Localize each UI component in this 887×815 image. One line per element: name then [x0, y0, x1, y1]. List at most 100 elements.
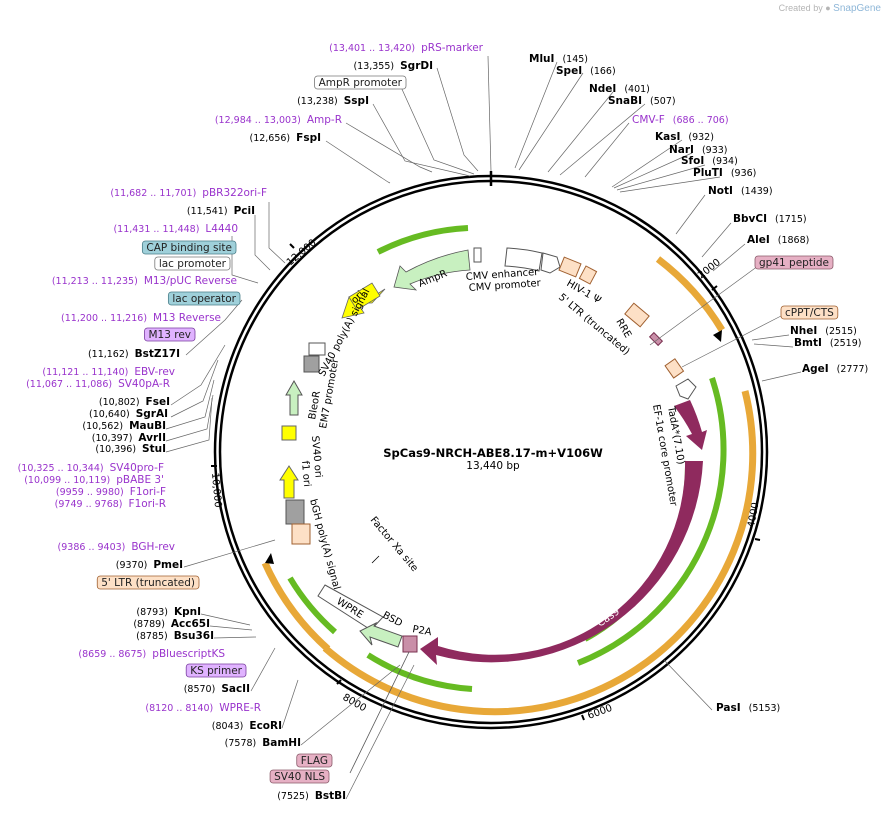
p2a-feature — [402, 635, 418, 653]
feature-name: KasI — [655, 131, 680, 143]
feature-name: F1ori-F — [130, 486, 166, 498]
feature-label-pcii: PciI(11,541) — [187, 205, 255, 217]
feature-label-bmti: BmtI(2519) — [794, 337, 861, 349]
feature-position: (166) — [590, 66, 616, 77]
feature-name: NotI — [708, 185, 733, 197]
feature-label-f1ori-r: F1ori-R(9749 .. 9768) — [55, 498, 166, 510]
leader-line — [712, 243, 746, 272]
leader-line — [170, 344, 226, 406]
rre-small-feature — [578, 265, 598, 285]
feature-name: pBR322ori-F — [202, 187, 267, 199]
plasmid-name: SpCas9-NRCH-ABE8.17-m+V106W — [383, 446, 603, 460]
feature-label-pasi: PasI(5153) — [716, 702, 780, 714]
feature-name: L4440 — [205, 223, 238, 235]
feature-tag-box — [141, 240, 237, 255]
leader-line — [281, 679, 299, 729]
ltr-small-feature — [291, 523, 311, 545]
feature-label-ecori: EcoRI(8043) — [212, 720, 282, 732]
feature-label-ndei: NdeI(401) — [589, 83, 650, 95]
feature-position: (10,325 .. 10,344) — [18, 463, 104, 474]
feature-label-pbabe-3-: pBABE 3'(10,099 .. 10,119) — [24, 474, 164, 486]
plasmid-backbone — [213, 171, 769, 730]
feature-name: NheI — [790, 325, 817, 337]
tick-mark — [336, 679, 342, 685]
feature-name: BstZ17I — [135, 348, 180, 360]
feature-name: BGH-rev — [131, 541, 175, 553]
feature-label-sspi: SspI(13,238) — [297, 95, 369, 107]
feature-name: SnaBI — [608, 95, 642, 107]
feature-name: FseI — [146, 396, 170, 408]
leader-line — [611, 139, 683, 188]
feature-label-l4440: L4440 (11,431 .. 11,448) — [113, 223, 238, 235]
feature-label-sv40pro-f: SV40pro-F(10,325 .. 10,344) — [18, 462, 164, 474]
feature-name: BbvCI — [733, 213, 767, 225]
feature-name: AgeI — [802, 363, 829, 375]
feature-name: 5' LTR (truncated) — [101, 577, 195, 589]
credit-text: Created by — [778, 3, 823, 13]
leader-line — [514, 61, 558, 169]
leader-line — [487, 55, 492, 172]
feature-label-sv40-nls: SV40 NLS — [269, 769, 330, 784]
feature-position: (1439) — [741, 186, 773, 197]
tick-label: 8000 — [341, 692, 369, 714]
feature-name: AvrII — [138, 432, 166, 444]
feature-position: (11,213 .. 11,235) — [52, 276, 138, 287]
cmv-promoter-label: CMV promoter — [468, 278, 542, 294]
leader-line — [616, 164, 706, 191]
feature-tag-box — [167, 291, 241, 306]
feature-label-ebv-rev: EBV-rev(11,121 .. 11,140) — [42, 366, 175, 378]
leader-line — [400, 86, 475, 175]
p2a-label: P2A — [411, 624, 432, 638]
feature-label-pbr322ori-f: pBR322ori-F(11,682 .. 11,701) — [110, 187, 267, 199]
feature-name: M13 Reverse — [153, 312, 221, 324]
factor-xa-label: Factor Xa site — [368, 515, 420, 574]
leader-line — [300, 664, 401, 746]
feature-label-sv40pa-r: SV40pA-R(11,067 .. 11,086) — [26, 378, 170, 390]
feature-label-nari: NarI(933) — [669, 144, 728, 156]
tick-label: 12,000 — [285, 237, 319, 268]
feature-label-pmei: PmeI(9370) — [116, 559, 183, 571]
feature-name: KS primer — [190, 665, 242, 677]
ltr-green-arc — [287, 576, 337, 635]
feature-position: (8789) — [133, 619, 165, 630]
leader-line — [165, 379, 215, 430]
leader-line — [250, 647, 276, 692]
feature-label-ks-primer: KS primer — [185, 663, 247, 678]
leader-line — [675, 194, 706, 235]
leader-line — [559, 103, 646, 176]
feature-position: (5153) — [749, 703, 781, 714]
feature-position: (12,656) — [249, 133, 290, 144]
feature-label-5-ltr-truncated-: 5' LTR (truncated) — [96, 575, 200, 590]
feature-name: NarI — [669, 144, 694, 156]
feature-position: (1868) — [778, 235, 810, 246]
right-label-group: MluI(145)SpeI(166)NdeI(401)SnaBI(507)CMV… — [529, 53, 868, 714]
feature-position: (936) — [731, 168, 757, 179]
feature-name: cPPT/CTS — [785, 307, 834, 319]
snapgene-credit: Created by ● SnapGene — [779, 3, 881, 14]
feature-name: WPRE-R — [219, 702, 261, 714]
feature-name: BamHI — [262, 737, 301, 749]
factor-xa-line — [371, 555, 380, 564]
feature-tag-box — [144, 327, 196, 342]
feature-position: (9386 .. 9403) — [58, 542, 126, 553]
cas9-feature — [420, 461, 703, 665]
feature-position: (10,562) — [82, 421, 123, 432]
feature-name: AmpR promoter — [319, 77, 403, 89]
feature-position: (145) — [562, 54, 588, 65]
feature-label-mlui: MluI(145) — [529, 53, 588, 65]
feature-label-maubi: MauBI(10,562) — [82, 420, 166, 432]
feature-position: (686 .. 706) — [673, 115, 729, 126]
bgh-polya-label: bGH poly(A) signal — [307, 498, 342, 591]
feature-label-bamhi: BamHI(7578) — [225, 737, 301, 749]
feature-position: (11,431 .. 11,448) — [113, 224, 199, 235]
feature-position: (10,099 .. 10,119) — [24, 475, 110, 486]
feature-tag-box — [296, 753, 333, 768]
feature-position: (11,067 .. 11,086) — [26, 379, 112, 390]
feature-position: (8659 .. 8675) — [78, 649, 146, 660]
outer-feature-arcs — [261, 256, 757, 716]
feature-name: F1ori-R — [129, 498, 166, 510]
feature-name: Bsu36I — [174, 630, 214, 642]
feature-label-fsei: FseI(10,802) — [99, 396, 170, 408]
feature-label-kasi: KasI(932) — [655, 131, 714, 143]
feature-position: (10,397) — [92, 433, 133, 444]
